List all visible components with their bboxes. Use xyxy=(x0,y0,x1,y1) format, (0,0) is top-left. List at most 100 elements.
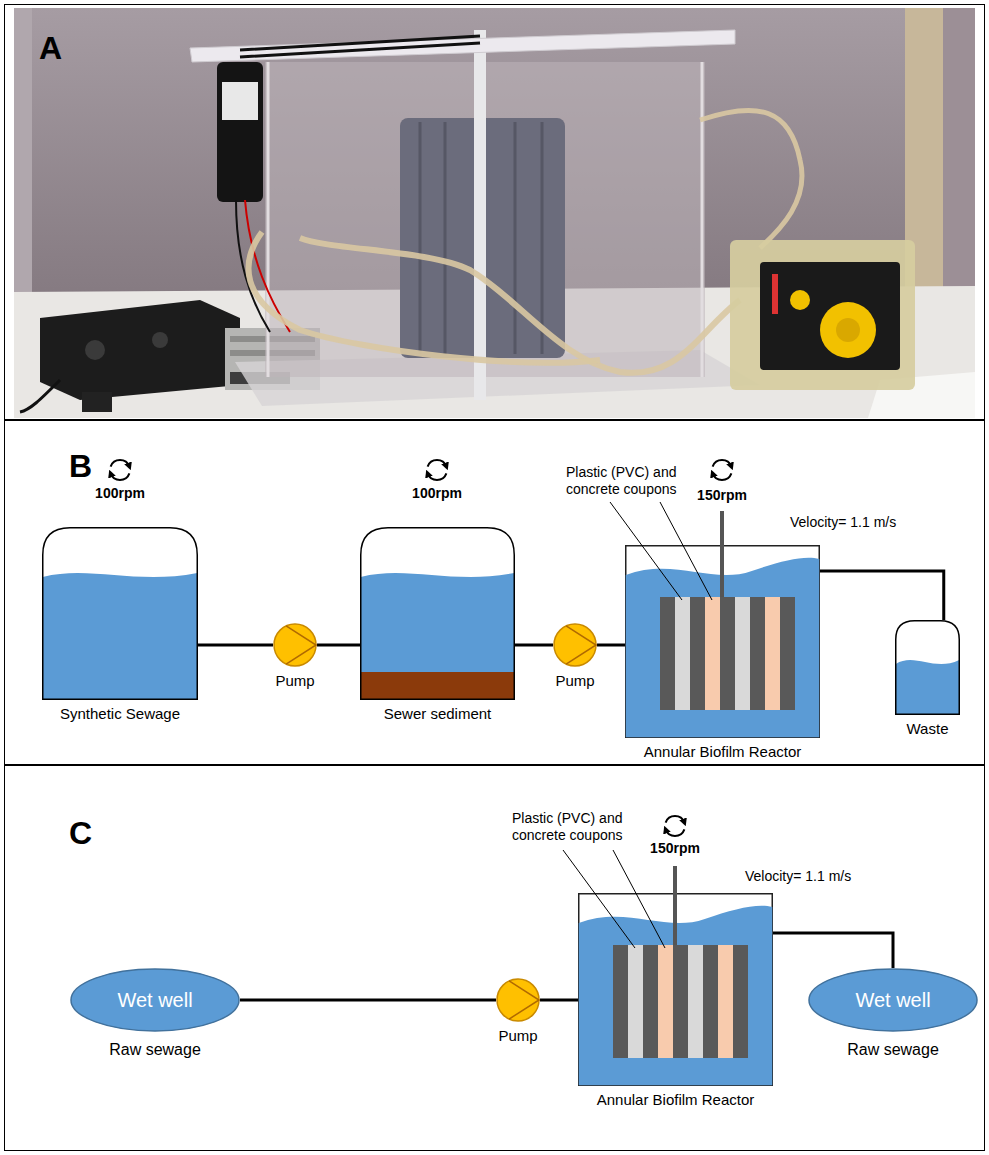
rotation-symbol xyxy=(428,473,447,480)
pipe-line xyxy=(198,644,273,647)
panel-letter: B xyxy=(69,447,92,485)
sediment-tank xyxy=(360,527,515,700)
coupon xyxy=(688,945,703,1058)
wet-well: Wet wellRaw sewage xyxy=(70,968,240,1032)
apparatus-photo xyxy=(249,232,600,363)
apparatus-photo xyxy=(14,8,975,418)
coupon xyxy=(705,597,720,710)
apparatus-photo xyxy=(217,62,263,202)
velocity-label: Velocity= 1.1 m/s xyxy=(745,868,851,885)
pump-impeller xyxy=(509,981,539,1019)
apparatus-photo xyxy=(14,8,975,418)
rotation-symbol xyxy=(111,460,130,480)
coupon xyxy=(660,597,675,710)
well-ellipse xyxy=(809,969,977,1031)
figure-panel: CWet wellRaw sewagePumpAnnular Biofilm R… xyxy=(4,765,985,1151)
apparatus-photo xyxy=(514,122,517,354)
pump-symbol: Pump xyxy=(553,623,597,667)
apparatus-photo xyxy=(419,122,422,354)
coupon xyxy=(780,597,795,710)
rotor-shaft xyxy=(673,866,677,945)
apparatus-photo xyxy=(700,110,802,248)
apparatus-photo xyxy=(236,200,270,332)
apparatus-photo xyxy=(300,238,740,373)
pump-symbol xyxy=(496,978,540,1022)
pipe-line xyxy=(240,999,496,1002)
annular-biofilm-reactor: Annular Biofilm Reactor xyxy=(625,545,820,738)
apparatus-photo xyxy=(541,122,544,354)
apparatus-photo xyxy=(730,240,915,390)
leader-line xyxy=(610,502,682,600)
rotor-shaft xyxy=(720,511,724,597)
speed-label: 100rpm xyxy=(95,485,145,502)
water xyxy=(43,573,198,700)
pipe-line xyxy=(820,571,944,620)
tank-outline xyxy=(361,528,515,700)
rotation-symbol xyxy=(666,829,685,836)
reactor-label: Annular Biofilm Reactor xyxy=(644,743,802,761)
sewage-tank: Synthetic Sewage xyxy=(42,527,198,700)
apparatus-photo xyxy=(836,318,860,342)
tank-body xyxy=(896,621,960,715)
coupon xyxy=(733,945,748,1058)
apparatus-photo xyxy=(943,8,975,298)
leader-line xyxy=(660,502,712,600)
coupon xyxy=(720,597,735,710)
tank-label: Waste xyxy=(907,720,949,738)
reactor-label: Annular Biofilm Reactor xyxy=(597,1091,755,1109)
coupon xyxy=(613,945,628,1058)
leader-line xyxy=(613,850,665,948)
pump-body xyxy=(497,979,539,1021)
coupon xyxy=(703,945,718,1058)
coupon xyxy=(658,945,673,1058)
rotation-symbol xyxy=(666,816,685,836)
apparatus-photo xyxy=(85,340,105,360)
annular-biofilm-reactor: Annular Biofilm Reactor xyxy=(578,893,773,1086)
sediment-layer xyxy=(361,672,515,700)
velocity-label: Velocity= 1.1 m/s xyxy=(790,514,896,531)
panel-letter: C xyxy=(69,814,92,852)
sediment-tank: Sewer sediment xyxy=(360,527,515,700)
pipe-line xyxy=(515,644,553,647)
coupon xyxy=(628,945,643,1058)
tank-label: Sewer sediment xyxy=(384,705,492,723)
apparatus-photo xyxy=(82,392,112,412)
pipe-line xyxy=(540,999,578,1002)
well-label: Wet well xyxy=(117,988,192,1012)
well-label: Raw sewage xyxy=(847,1040,939,1059)
tank-body xyxy=(361,528,515,700)
apparatus-photo xyxy=(790,290,810,310)
rotation-symbol xyxy=(428,460,447,467)
pump-symbol: Pump xyxy=(273,623,317,667)
tank-outline xyxy=(896,621,960,715)
pipe-line xyxy=(597,644,625,647)
tank-outline xyxy=(43,528,198,700)
apparatus-photo xyxy=(444,122,447,354)
apparatus-photo xyxy=(20,380,60,412)
coupon xyxy=(675,597,690,710)
coupon xyxy=(718,945,733,1058)
apparatus-photo xyxy=(152,332,168,348)
annular-biofilm-reactor xyxy=(578,893,773,1086)
coupon-callout: Plastic (PVC) and concrete coupons xyxy=(512,810,640,844)
rotation-symbol xyxy=(713,460,732,480)
waste-tank: Waste xyxy=(895,620,960,715)
pump-label: Pump xyxy=(498,1027,537,1045)
apparatus-photo xyxy=(701,62,704,377)
pipe-line xyxy=(317,644,360,647)
leader-line xyxy=(563,850,635,948)
coupon-callout: Plastic (PVC) and concrete coupons xyxy=(566,464,694,498)
panel-letter: A xyxy=(39,29,62,67)
pump-impeller xyxy=(286,626,316,664)
coupon xyxy=(765,597,780,710)
well-label: Wet well xyxy=(855,988,930,1012)
pump-symbol xyxy=(553,623,597,667)
coupon xyxy=(643,945,658,1058)
water xyxy=(361,573,515,700)
tank-body xyxy=(43,528,198,700)
speed-label: 150rpm xyxy=(650,840,700,857)
sewage-tank xyxy=(42,527,198,700)
rotation-symbol xyxy=(713,460,732,467)
annular-biofilm-reactor xyxy=(625,545,820,738)
